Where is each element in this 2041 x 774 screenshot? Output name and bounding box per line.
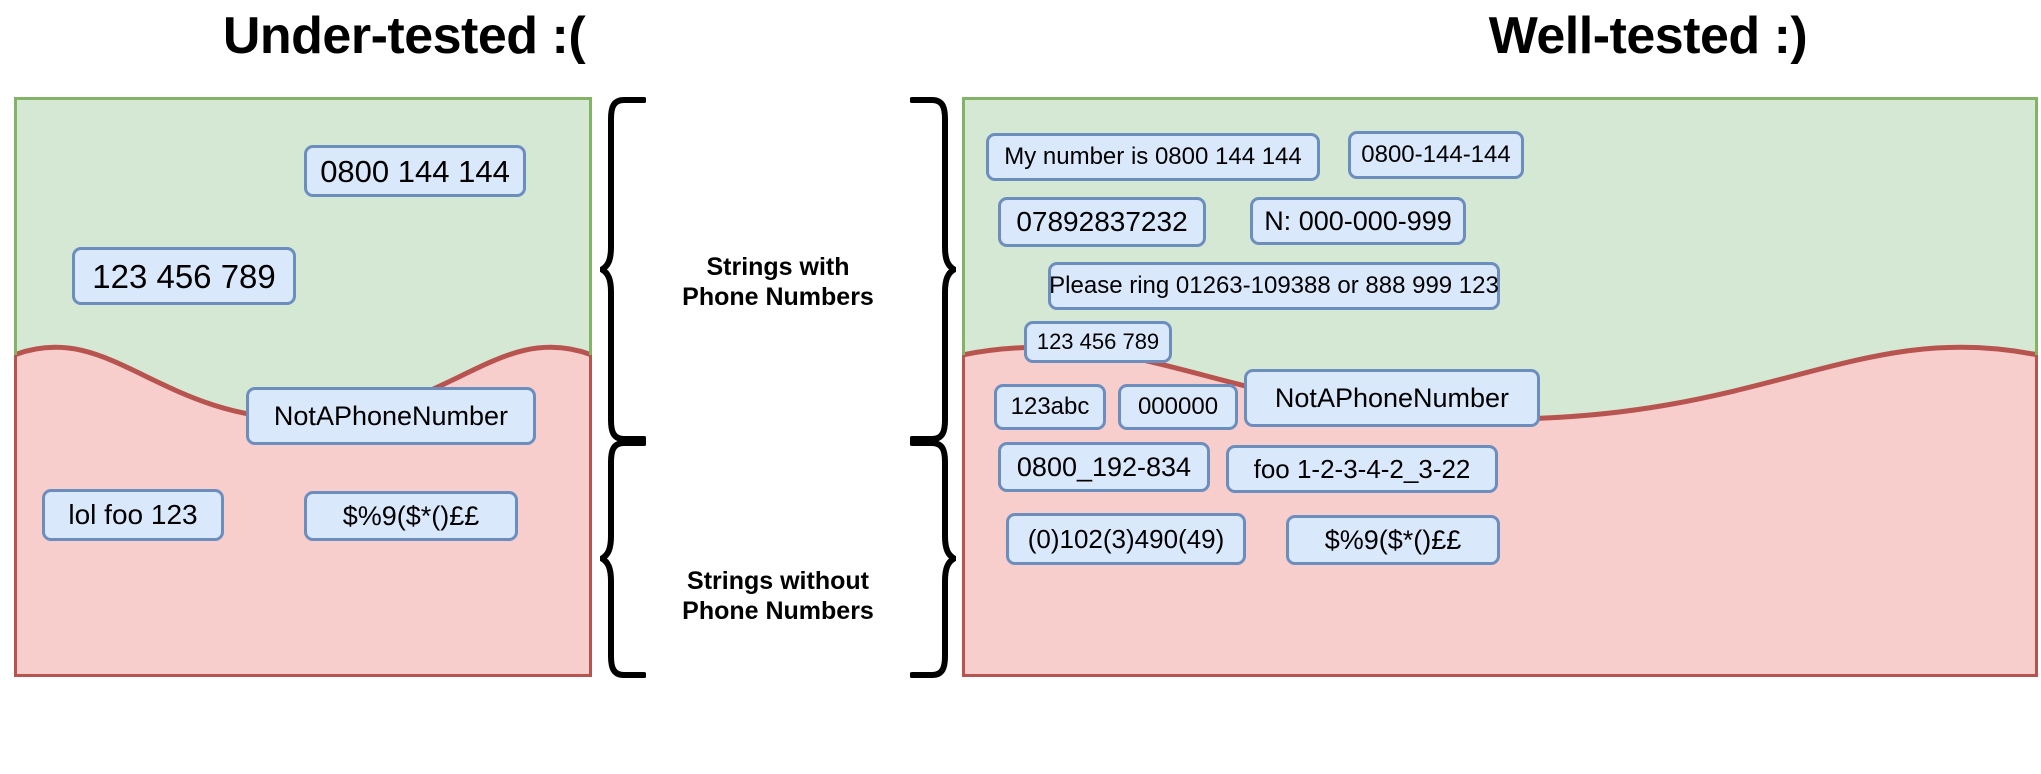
brace-upper-left <box>600 97 646 442</box>
chip-without-phone-number[interactable]: $%9($*()££ <box>304 491 518 541</box>
label-strings-without-phone-numbers: Strings without Phone Numbers <box>646 567 910 626</box>
label-with-line-2: Phone Numbers <box>682 282 874 311</box>
chip-without-phone-number[interactable]: 000000 <box>1118 384 1238 430</box>
chip-with-phone-number[interactable]: 123 456 789 <box>72 247 296 305</box>
chip-with-phone-number[interactable]: N: 000-000-999 <box>1250 197 1466 245</box>
chip-without-phone-number[interactable]: lol foo 123 <box>42 489 224 541</box>
panel-title-under-tested: Under-tested :( <box>222 7 586 65</box>
chip-without-phone-number[interactable]: $%9($*()££ <box>1286 515 1500 565</box>
label-with-line-1: Strings with <box>706 253 850 281</box>
chip-with-phone-number[interactable]: 0800 144 144 <box>304 145 526 197</box>
chip-with-phone-number[interactable]: Please ring 01263-109388 or 888 999 123 <box>1048 262 1500 310</box>
chip-without-phone-number[interactable]: foo 1-2-3-4-2_3-22 <box>1226 445 1498 493</box>
brace-upper-right <box>910 97 956 442</box>
chip-with-phone-number[interactable]: My number is 0800 144 144 <box>986 133 1320 181</box>
brace-lower-right <box>910 440 956 678</box>
chip-without-phone-number[interactable]: (0)102(3)490(49) <box>1006 513 1246 565</box>
brace-lower-left <box>600 440 646 678</box>
chip-with-phone-number[interactable]: 0800-144-144 <box>1348 131 1524 179</box>
chip-with-phone-number[interactable]: 123 456 789 <box>1024 321 1172 363</box>
label-without-line-2: Phone Numbers <box>682 596 874 625</box>
label-strings-with-phone-numbers: Strings with Phone Numbers <box>646 253 910 312</box>
label-without-line-1: Strings without <box>687 567 869 595</box>
chip-with-phone-number[interactable]: 07892837232 <box>998 197 1206 247</box>
panel-title-well-tested: Well-tested :) <box>1488 7 1808 65</box>
chip-without-phone-number[interactable]: NotAPhoneNumber <box>1244 369 1540 427</box>
panel-well-tested: My number is 0800 144 144 0800-144-144 078… <box>962 97 2038 677</box>
chip-without-phone-number[interactable]: NotAPhoneNumber <box>246 387 536 445</box>
chip-without-phone-number[interactable]: 0800_192-834 <box>998 442 1210 492</box>
chip-without-phone-number[interactable]: 123abc <box>994 384 1106 430</box>
